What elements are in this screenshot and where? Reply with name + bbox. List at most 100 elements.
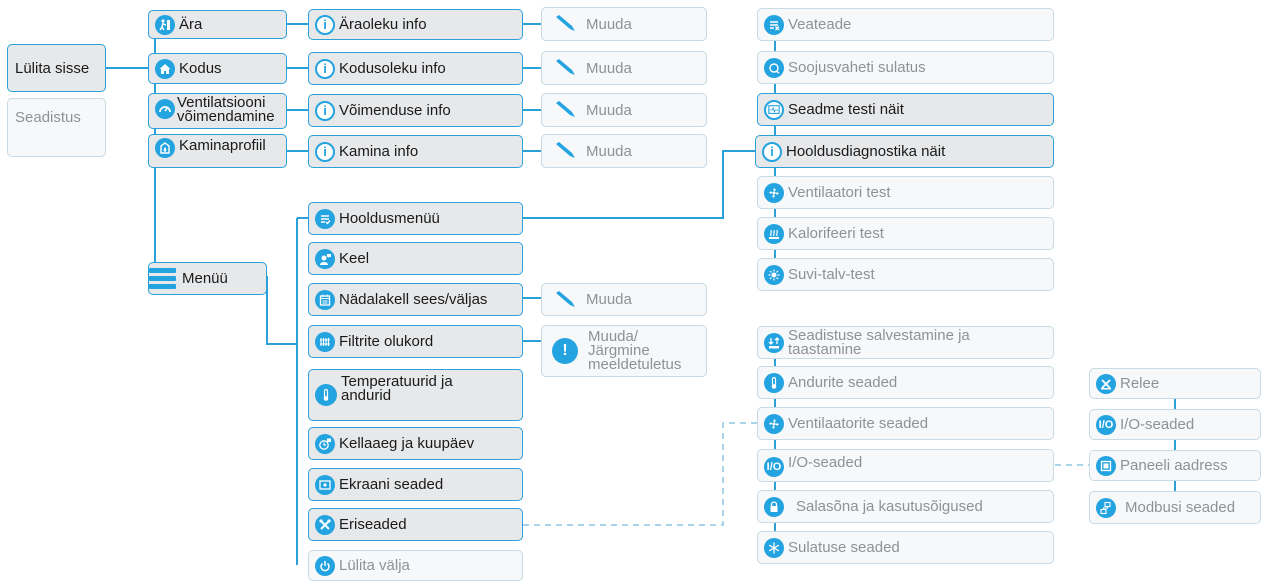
away-edit-button[interactable]: Muuda (541, 7, 707, 41)
modbus-icon (1096, 497, 1116, 518)
mode-fireplace-label: Kaminaprofiil (179, 137, 266, 154)
error-log-label: Veateade (788, 16, 852, 33)
relay-label: Relee (1120, 375, 1160, 392)
time-date-button[interactable]: Kellaaeg ja kuupäev (308, 427, 523, 460)
settings-button[interactable]: Seadistus (7, 98, 106, 157)
special-settings-label: Eriseaded (339, 516, 407, 533)
away-info-button[interactable]: i Äraoleku info (308, 9, 523, 40)
save-restore-label: Seadistuse salvestamine ja taastamine (788, 326, 970, 358)
time-date-label: Kellaaeg ja kuupäev (339, 435, 475, 452)
fan-settings-button[interactable]: Ventilaatorite seaded (757, 407, 1054, 440)
service-menu-label: Hooldusmenüü (339, 210, 440, 227)
turn-on-button[interactable]: Lülita sisse (7, 44, 106, 92)
sensor-settings-button[interactable]: Andurite seaded (757, 366, 1054, 399)
relay-icon (1096, 373, 1116, 394)
clock-icon (315, 433, 335, 454)
save-restore-button[interactable]: Seadistuse salvestamine ja taastamine (757, 326, 1054, 359)
io-settings-button[interactable]: I/O I/O-seaded (757, 449, 1054, 482)
pencil-icon (552, 14, 578, 34)
away-info-label: Äraoleku info (339, 16, 427, 33)
home-info-button[interactable]: i Kodusoleku info (308, 52, 523, 85)
boost-edit-button[interactable]: Muuda (541, 93, 707, 127)
modbus-settings-label: Modbusi seaded (1125, 499, 1236, 516)
mode-home-label: Kodus (179, 60, 222, 77)
mode-boost-button[interactable]: Ventilatsiooni võimendamine (148, 93, 287, 129)
device-test-icon (764, 99, 784, 120)
panel-address-button[interactable]: Paneeli aadress (1089, 450, 1261, 481)
fireplace-edit-button[interactable]: Muuda (541, 134, 707, 168)
turn-off-label: Lülita välja (339, 557, 410, 574)
weekly-edit-label: Muuda (586, 291, 632, 308)
boost-info-button[interactable]: i Võimenduse info (308, 94, 523, 127)
service-menu-icon (315, 208, 335, 229)
mode-boost-label: Ventilatsiooni võimendamine (177, 94, 275, 125)
device-test-button[interactable]: Seadme testi näit (757, 93, 1054, 126)
service-menu-button[interactable]: Hooldusmenüü (308, 202, 523, 235)
save-restore-icon (764, 332, 784, 353)
io-settings-sub-button[interactable]: I/O I/O-seaded (1089, 409, 1261, 440)
heater-test-icon (764, 223, 784, 244)
device-test-label: Seadme testi näit (788, 101, 904, 118)
fan-test-label: Ventilaatori test (788, 184, 891, 201)
fireplace-edit-label: Muuda (586, 142, 632, 160)
fan-test-button[interactable]: Ventilaatori test (757, 176, 1054, 209)
away-edit-label: Muuda (586, 15, 632, 33)
info-icon: i (315, 14, 335, 35)
service-diagnostics-button[interactable]: i Hooldusdiagnostika näit (755, 135, 1054, 168)
modbus-settings-button[interactable]: Modbusi seaded (1089, 491, 1261, 524)
pencil-icon (552, 290, 578, 310)
tools-icon (315, 514, 335, 535)
io-settings-sub-label: I/O-seaded (1120, 416, 1195, 433)
mode-home-button[interactable]: Kodus (148, 53, 287, 84)
defrost-settings-label: Sulatuse seaded (788, 539, 900, 556)
home-edit-button[interactable]: Muuda (541, 51, 707, 85)
fan-settings-icon (764, 413, 784, 434)
error-log-button[interactable]: Veateade (757, 8, 1054, 41)
weekly-edit-button[interactable]: Muuda (541, 283, 707, 316)
exchanger-defrost-label: Soojusvaheti sulatus (788, 59, 926, 76)
mode-away-button[interactable]: Ära (148, 10, 287, 39)
display-settings-label: Ekraani seaded (339, 476, 444, 493)
boost-info-label: Võimenduse info (339, 102, 451, 119)
display-icon (315, 474, 335, 495)
service-diagnostics-label: Hooldusdiagnostika näit (786, 143, 946, 160)
filter-icon (315, 331, 335, 352)
settings-label: Seadistus (15, 109, 81, 126)
filter-status-button[interactable]: Filtrite olukord (308, 325, 523, 358)
mode-away-label: Ära (179, 16, 203, 33)
special-settings-button[interactable]: Eriseaded (308, 508, 523, 541)
info-icon: i (762, 141, 782, 162)
filter-edit-button[interactable]: ! Muuda/ Järgmine meeldetuletus (541, 325, 707, 377)
temperatures-sensors-button[interactable]: Temperatuurid ja andurid (308, 369, 523, 421)
language-icon (315, 248, 335, 269)
panel-address-label: Paneeli aadress (1120, 457, 1228, 474)
fireplace-icon (155, 138, 175, 158)
weekly-timer-button[interactable]: Nädalakell sees/väljas (308, 283, 523, 316)
pencil-icon (552, 58, 578, 78)
summer-winter-test-label: Suvi-talv-test (788, 266, 875, 283)
turn-off-button[interactable]: Lülita välja (308, 550, 523, 581)
password-permissions-button[interactable]: Salasõna ja kasutusõigused (757, 490, 1054, 523)
boost-edit-label: Muuda (586, 101, 632, 119)
sensor-settings-label: Andurite seaded (788, 374, 898, 391)
home-icon (155, 58, 175, 79)
fan-test-icon (764, 182, 784, 203)
menu-button[interactable]: Menüü (148, 262, 267, 295)
weekly-timer-label: Nädalakell sees/väljas (339, 291, 488, 308)
pencil-icon (552, 100, 578, 120)
filter-status-label: Filtrite olukord (339, 333, 434, 350)
mode-fireplace-button[interactable]: Kaminaprofiil (148, 134, 287, 168)
summer-winter-icon (764, 264, 784, 285)
summer-winter-test-button[interactable]: Suvi-talv-test (757, 258, 1054, 291)
home-info-label: Kodusoleku info (339, 60, 446, 77)
exchanger-defrost-button[interactable]: Soojusvaheti sulatus (757, 51, 1054, 84)
error-list-icon (764, 14, 784, 35)
display-settings-button[interactable]: Ekraani seaded (308, 468, 523, 501)
heater-test-button[interactable]: Kalorifeeri test (757, 217, 1054, 250)
defrost-exchanger-icon (764, 57, 784, 78)
io-icon: I/O (1096, 414, 1116, 435)
fireplace-info-button[interactable]: i Kamina info (308, 135, 523, 168)
language-button[interactable]: Keel (308, 242, 523, 275)
relay-button[interactable]: Relee (1089, 368, 1261, 399)
defrost-settings-button[interactable]: Sulatuse seaded (757, 531, 1054, 564)
